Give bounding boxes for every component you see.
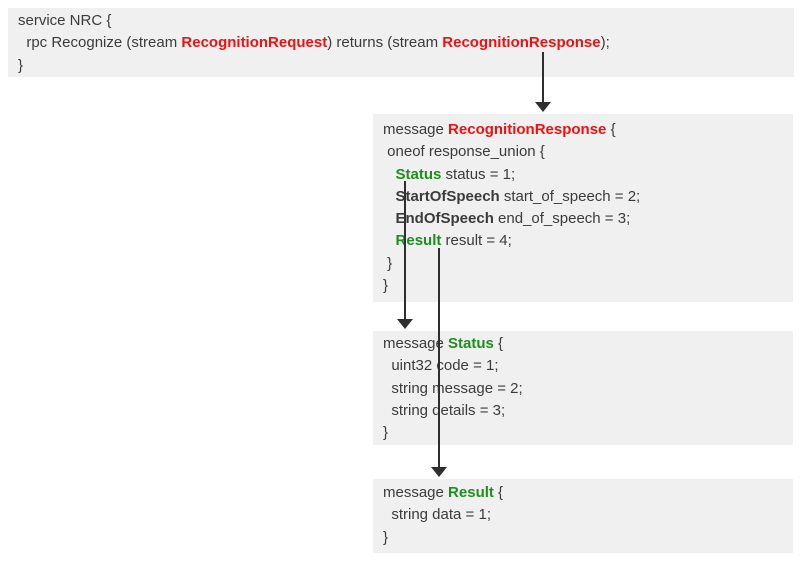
code-text: status = 1;: [441, 165, 516, 183]
code-line: rpc Recognize (stream RecognitionRequest…: [18, 32, 784, 54]
code-line: }: [383, 422, 783, 444]
type-ref-green: Status: [448, 335, 494, 352]
arrow-shaft: [438, 248, 440, 468]
code-line: Result result = 4;: [383, 230, 783, 252]
code-text: {: [493, 484, 504, 501]
code-line: }: [383, 253, 783, 275]
arrow-shaft: [542, 52, 544, 103]
code-line: string details = 3;: [383, 400, 783, 422]
code-line: EndOfSpeech end_of_speech = 3;: [383, 208, 783, 230]
code-block-service-nrc: service NRC { rpc Recognize (stream Reco…: [8, 8, 794, 77]
code-text: oneof response_union {: [383, 143, 545, 161]
code-text: start_of_speech = 2;: [499, 187, 641, 205]
type-ref-green: Result: [448, 484, 494, 501]
code-text: string message = 2;: [383, 379, 523, 397]
code-text: [383, 232, 396, 249]
code-text: [383, 210, 396, 227]
arrow-shaft: [404, 181, 406, 320]
code-text: }: [18, 56, 24, 74]
code-text: [383, 188, 396, 205]
code-text: message: [383, 335, 449, 352]
type-ref-green: Result: [395, 232, 442, 250]
type-ref-bold: StartOfSpeech: [395, 187, 500, 205]
code-text: ) returns (stream: [327, 34, 443, 52]
arrow-head-icon: [431, 467, 447, 477]
type-ref-red: RecognitionResponse: [448, 121, 607, 138]
code-text: }: [383, 424, 389, 442]
code-line: uint32 code = 1;: [383, 355, 783, 377]
code-text: result = 4;: [441, 232, 512, 250]
type-ref-green: Status: [395, 165, 442, 183]
code-text: {: [493, 335, 504, 352]
code-text: }: [383, 528, 389, 546]
code-text: {: [606, 121, 616, 138]
code-line: Status status = 1;: [383, 164, 783, 186]
type-ref-red: RecognitionResponse: [442, 34, 601, 52]
code-text: }: [383, 254, 393, 272]
code-text: }: [383, 277, 389, 295]
code-line: }: [18, 55, 784, 77]
code-text: [383, 166, 396, 183]
code-line: }: [383, 275, 783, 297]
code-text: end_of_speech = 3;: [493, 210, 631, 228]
code-line: StartOfSpeech start_of_speech = 2;: [383, 186, 783, 208]
arrow-head-icon: [535, 102, 551, 112]
code-text: );: [600, 34, 610, 52]
code-text: rpc Recognize (stream: [18, 34, 182, 52]
type-ref-bold: EndOfSpeech: [395, 210, 494, 228]
code-line: message Result {: [383, 482, 783, 504]
code-block-message-status: message Status { uint32 code = 1; string…: [373, 331, 793, 445]
code-text: string details = 3;: [383, 401, 506, 419]
code-line: }: [383, 527, 783, 549]
code-line: string data = 1;: [383, 504, 783, 526]
code-block-message-result: message Result { string data = 1;}: [373, 479, 793, 553]
code-text: uint32 code = 1;: [383, 357, 499, 375]
code-text: message: [383, 121, 449, 138]
type-ref-red: RecognitionRequest: [181, 34, 328, 52]
code-text: message: [383, 484, 449, 501]
code-line: string message = 2;: [383, 378, 783, 400]
code-block-message-recognition-response: message RecognitionResponse { oneof resp…: [373, 114, 793, 302]
arrow-head-icon: [397, 319, 413, 329]
code-line: message RecognitionResponse {: [383, 119, 783, 141]
code-line: message Status {: [383, 333, 783, 355]
code-text: service NRC {: [18, 12, 112, 29]
code-line: service NRC {: [18, 10, 784, 32]
code-line: oneof response_union {: [383, 141, 783, 163]
code-text: string data = 1;: [383, 506, 491, 524]
